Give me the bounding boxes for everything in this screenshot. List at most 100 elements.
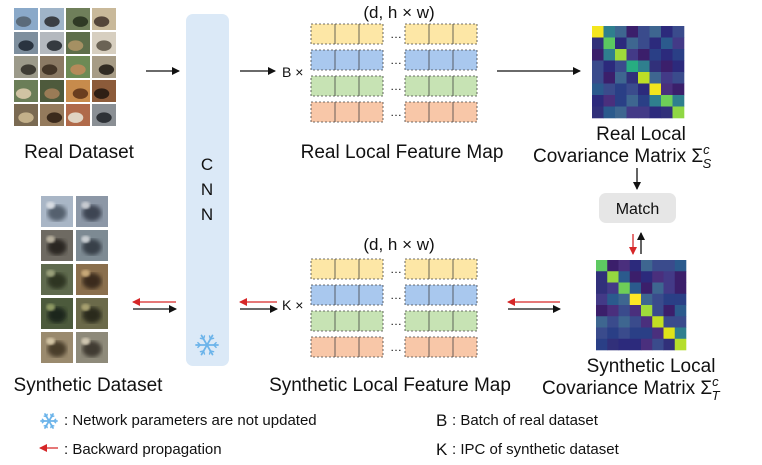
snowflake-branch (41, 420, 45, 424)
feature-row-left-segment (311, 285, 383, 305)
covariance-cell (592, 106, 604, 119)
covariance-cell (652, 260, 664, 272)
feature-row-right-segment (405, 76, 477, 96)
covariance-cell (618, 260, 631, 272)
synthetic-image-blob (82, 306, 102, 324)
covariance-cell (626, 26, 639, 38)
covariance-cell (672, 95, 685, 107)
synthetic-image-blob (47, 204, 67, 222)
feature-row-left-segment (311, 76, 383, 96)
synthetic-image-blob (47, 306, 67, 324)
covariance-cell (626, 49, 639, 61)
feature-row-ellipsis: … (390, 340, 402, 354)
covariance-cell (638, 106, 650, 119)
feature-row-right-segment (405, 311, 477, 331)
snowflake-branch (197, 344, 201, 349)
real-feature-map: ………… (310, 23, 478, 123)
legend-backward-text: : Backward propagation (64, 441, 222, 458)
real-dataset-label: Real Dataset (24, 142, 135, 163)
covariance-cell (626, 37, 639, 50)
covariance-cell (596, 282, 608, 295)
real-image-object (20, 64, 37, 75)
snowflake-branch (45, 424, 48, 429)
covariance-cell (592, 26, 604, 38)
covariance-cell (638, 26, 650, 38)
covariance-cell (603, 49, 616, 61)
real-image-object (96, 112, 112, 123)
snowflake-branch (209, 350, 215, 353)
snowflake-branch (43, 415, 48, 418)
synthetic-image-highlight (46, 235, 56, 244)
synthetic-image-highlight (46, 303, 56, 312)
synthetic-image-blob (82, 204, 102, 222)
covariance-cell (652, 316, 664, 328)
covariance-cell (596, 305, 608, 317)
covariance-cell (626, 95, 639, 107)
covariance-cell (652, 305, 664, 317)
covariance-cell (607, 282, 619, 295)
real-image-object (67, 112, 84, 123)
feature-cell (452, 49, 478, 71)
covariance-cell (603, 26, 616, 38)
covariance-cell (661, 72, 673, 84)
snowflake-branch (199, 337, 205, 340)
feature-cell (452, 101, 478, 123)
covariance-cell (607, 316, 619, 328)
covariance-cell (663, 316, 676, 328)
covariance-cell (674, 260, 687, 272)
covariance-cell (674, 305, 687, 317)
real-image-object (41, 64, 58, 75)
feature-row-left-segment (311, 50, 383, 70)
feature-cell (452, 336, 478, 358)
feature-row-right-segment (405, 259, 477, 279)
covariance-cell (672, 49, 685, 61)
feature-cell (452, 258, 478, 280)
covariance-cell (649, 37, 662, 50)
feature-cell (452, 23, 478, 45)
covariance-cell (672, 37, 685, 50)
feature-cell (452, 75, 478, 97)
covariance-cell (641, 282, 653, 295)
feature-row-ellipsis: … (390, 53, 402, 67)
feature-cell (358, 310, 384, 332)
feature-row-left-segment (311, 24, 383, 44)
feature-cell (358, 101, 384, 123)
snowflake-branch (50, 413, 53, 418)
feature-row-left-segment (311, 259, 383, 279)
real-image-object (72, 16, 89, 27)
covariance-cell (663, 282, 676, 295)
synthetic-image-highlight (81, 269, 91, 278)
feature-row-right-segment (405, 337, 477, 357)
covariance-cell (603, 83, 616, 96)
synthetic-feature-map-label: Synthetic Local Feature Map (269, 375, 511, 396)
feature-cell (358, 23, 384, 45)
covariance-cell (672, 26, 685, 38)
covariance-cell (615, 106, 627, 119)
real-image-object (44, 16, 60, 27)
synthetic-image-highlight (81, 201, 91, 210)
covariance-cell (661, 60, 673, 73)
covariance-cell (652, 271, 664, 283)
covariance-cell (663, 271, 676, 283)
legend-k-description: : IPC of synthetic dataset (452, 441, 620, 458)
synthetic-image-highlight (46, 337, 56, 346)
covariance-cell (641, 338, 653, 351)
covariance-cell (607, 338, 619, 351)
covariance-cell (592, 83, 604, 96)
covariance-cell (603, 106, 616, 119)
covariance-cell (672, 106, 685, 119)
cnn-letter-c: C (201, 155, 213, 174)
covariance-cell (672, 60, 685, 73)
covariance-cell (592, 72, 604, 84)
real-image-object (98, 64, 115, 75)
cnn-block (186, 14, 229, 366)
synthetic-image-highlight (81, 303, 91, 312)
real-feature-map-label: Real Local Feature Map (301, 142, 504, 163)
feature-row-ellipsis: … (390, 314, 402, 328)
covariance-cell (674, 271, 687, 283)
legend-snowflake-icon (40, 413, 58, 429)
covariance-cell (652, 338, 664, 351)
